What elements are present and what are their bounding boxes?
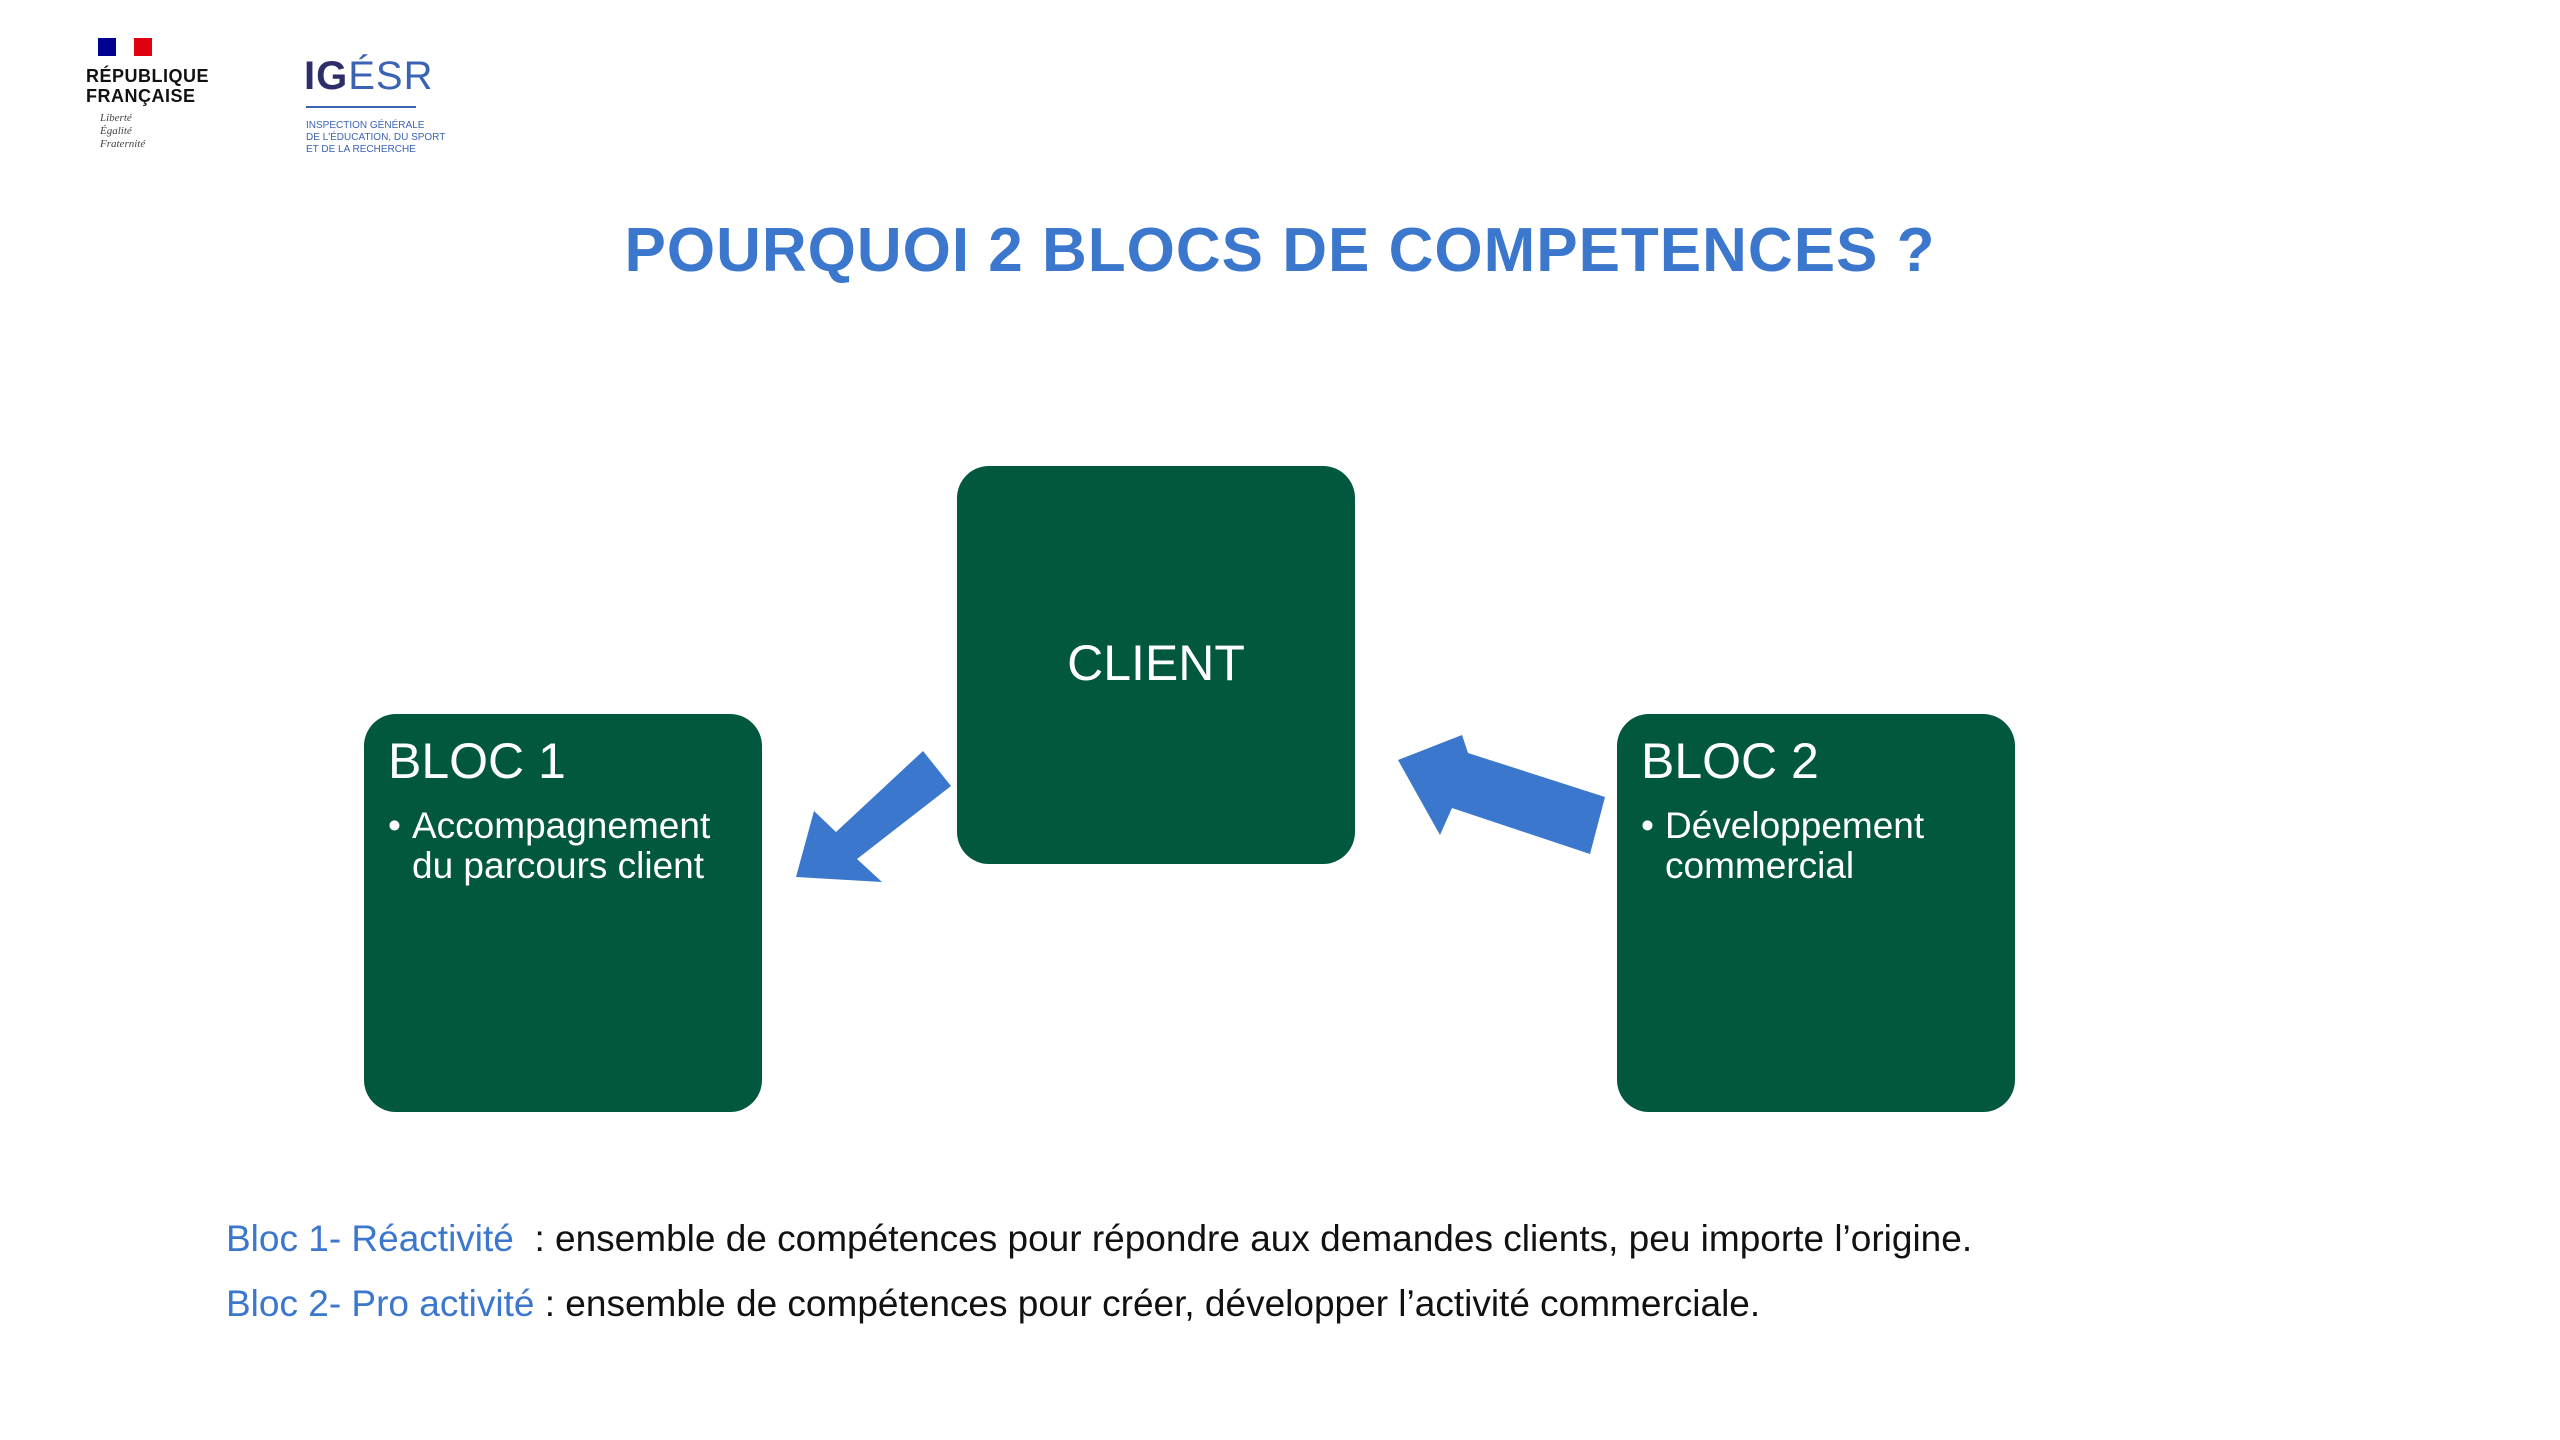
legend-text-bloc1: : ensemble de compétences pour répondre … [513,1218,1973,1259]
legend-line-bloc2: Bloc 2- Pro activité : ensemble de compé… [226,1283,1760,1325]
igesr-wordmark: IGÉSR [304,54,504,98]
republique-name: RÉPUBLIQUE FRANÇAISE [86,66,210,106]
legend-key-bloc2: Bloc 2- Pro activité [226,1283,535,1324]
bloc2-heading: BLOC 2 [1641,733,1819,789]
republique-name-line2: FRANÇAISE [86,86,196,106]
bullet-icon: • [1641,805,1654,846]
bloc2-item: • Développement commercial [1641,806,1995,886]
motto-fraternite: Fraternité [100,138,146,150]
legend-text-bloc2: : ensemble de compétences pour créer, dé… [534,1283,1761,1324]
bloc1-heading: BLOC 1 [388,733,566,789]
slide-title: POURQUOI 2 BLOCS DE COMPETENCES ? [624,216,1936,285]
motto-liberte: Liberté [100,112,132,124]
legend-key-bloc1: Bloc 1- Réactivité [226,1218,514,1259]
arrow-client-to-bloc1-icon [796,751,951,882]
bullet-icon: • [388,805,401,846]
french-flag-icon [98,38,152,56]
motto-egalite: Égalité [100,125,132,137]
bloc1-item: • Accompagnement du parcours client [388,806,742,886]
republique-motto: Liberté Égalité Fraternité [100,112,176,151]
arrow-bloc2-to-client-icon [1398,735,1605,854]
igesr-prefix: IG [304,54,349,98]
client-box: CLIENT [957,466,1355,864]
igesr-accent: ÉSR [348,54,434,98]
legend-line-bloc1: Bloc 1- Réactivité : ensemble de compéte… [226,1218,1972,1260]
client-label: CLIENT [1067,635,1245,691]
republique-francaise-logo: RÉPUBLIQUE FRANÇAISE Liberté Égalité Fra… [86,38,210,168]
igesr-subtitle: INSPECTION GÉNÉRALE DE L'ÉDUCATION, DU S… [306,120,446,155]
bloc2-item-text: Développement commercial [1665,805,1925,886]
republique-name-line1: RÉPUBLIQUE [86,66,210,86]
igesr-divider [306,106,416,108]
bloc1-item-text: Accompagnement du parcours client [412,805,711,886]
igesr-logo: IGÉSR INSPECTION GÉNÉRALE DE L'ÉDUCATION… [304,54,504,164]
bloc2-box: BLOC 2 • Développement commercial [1617,714,2015,1112]
bloc1-box: BLOC 1 • Accompagnement du parcours clie… [364,714,762,1112]
